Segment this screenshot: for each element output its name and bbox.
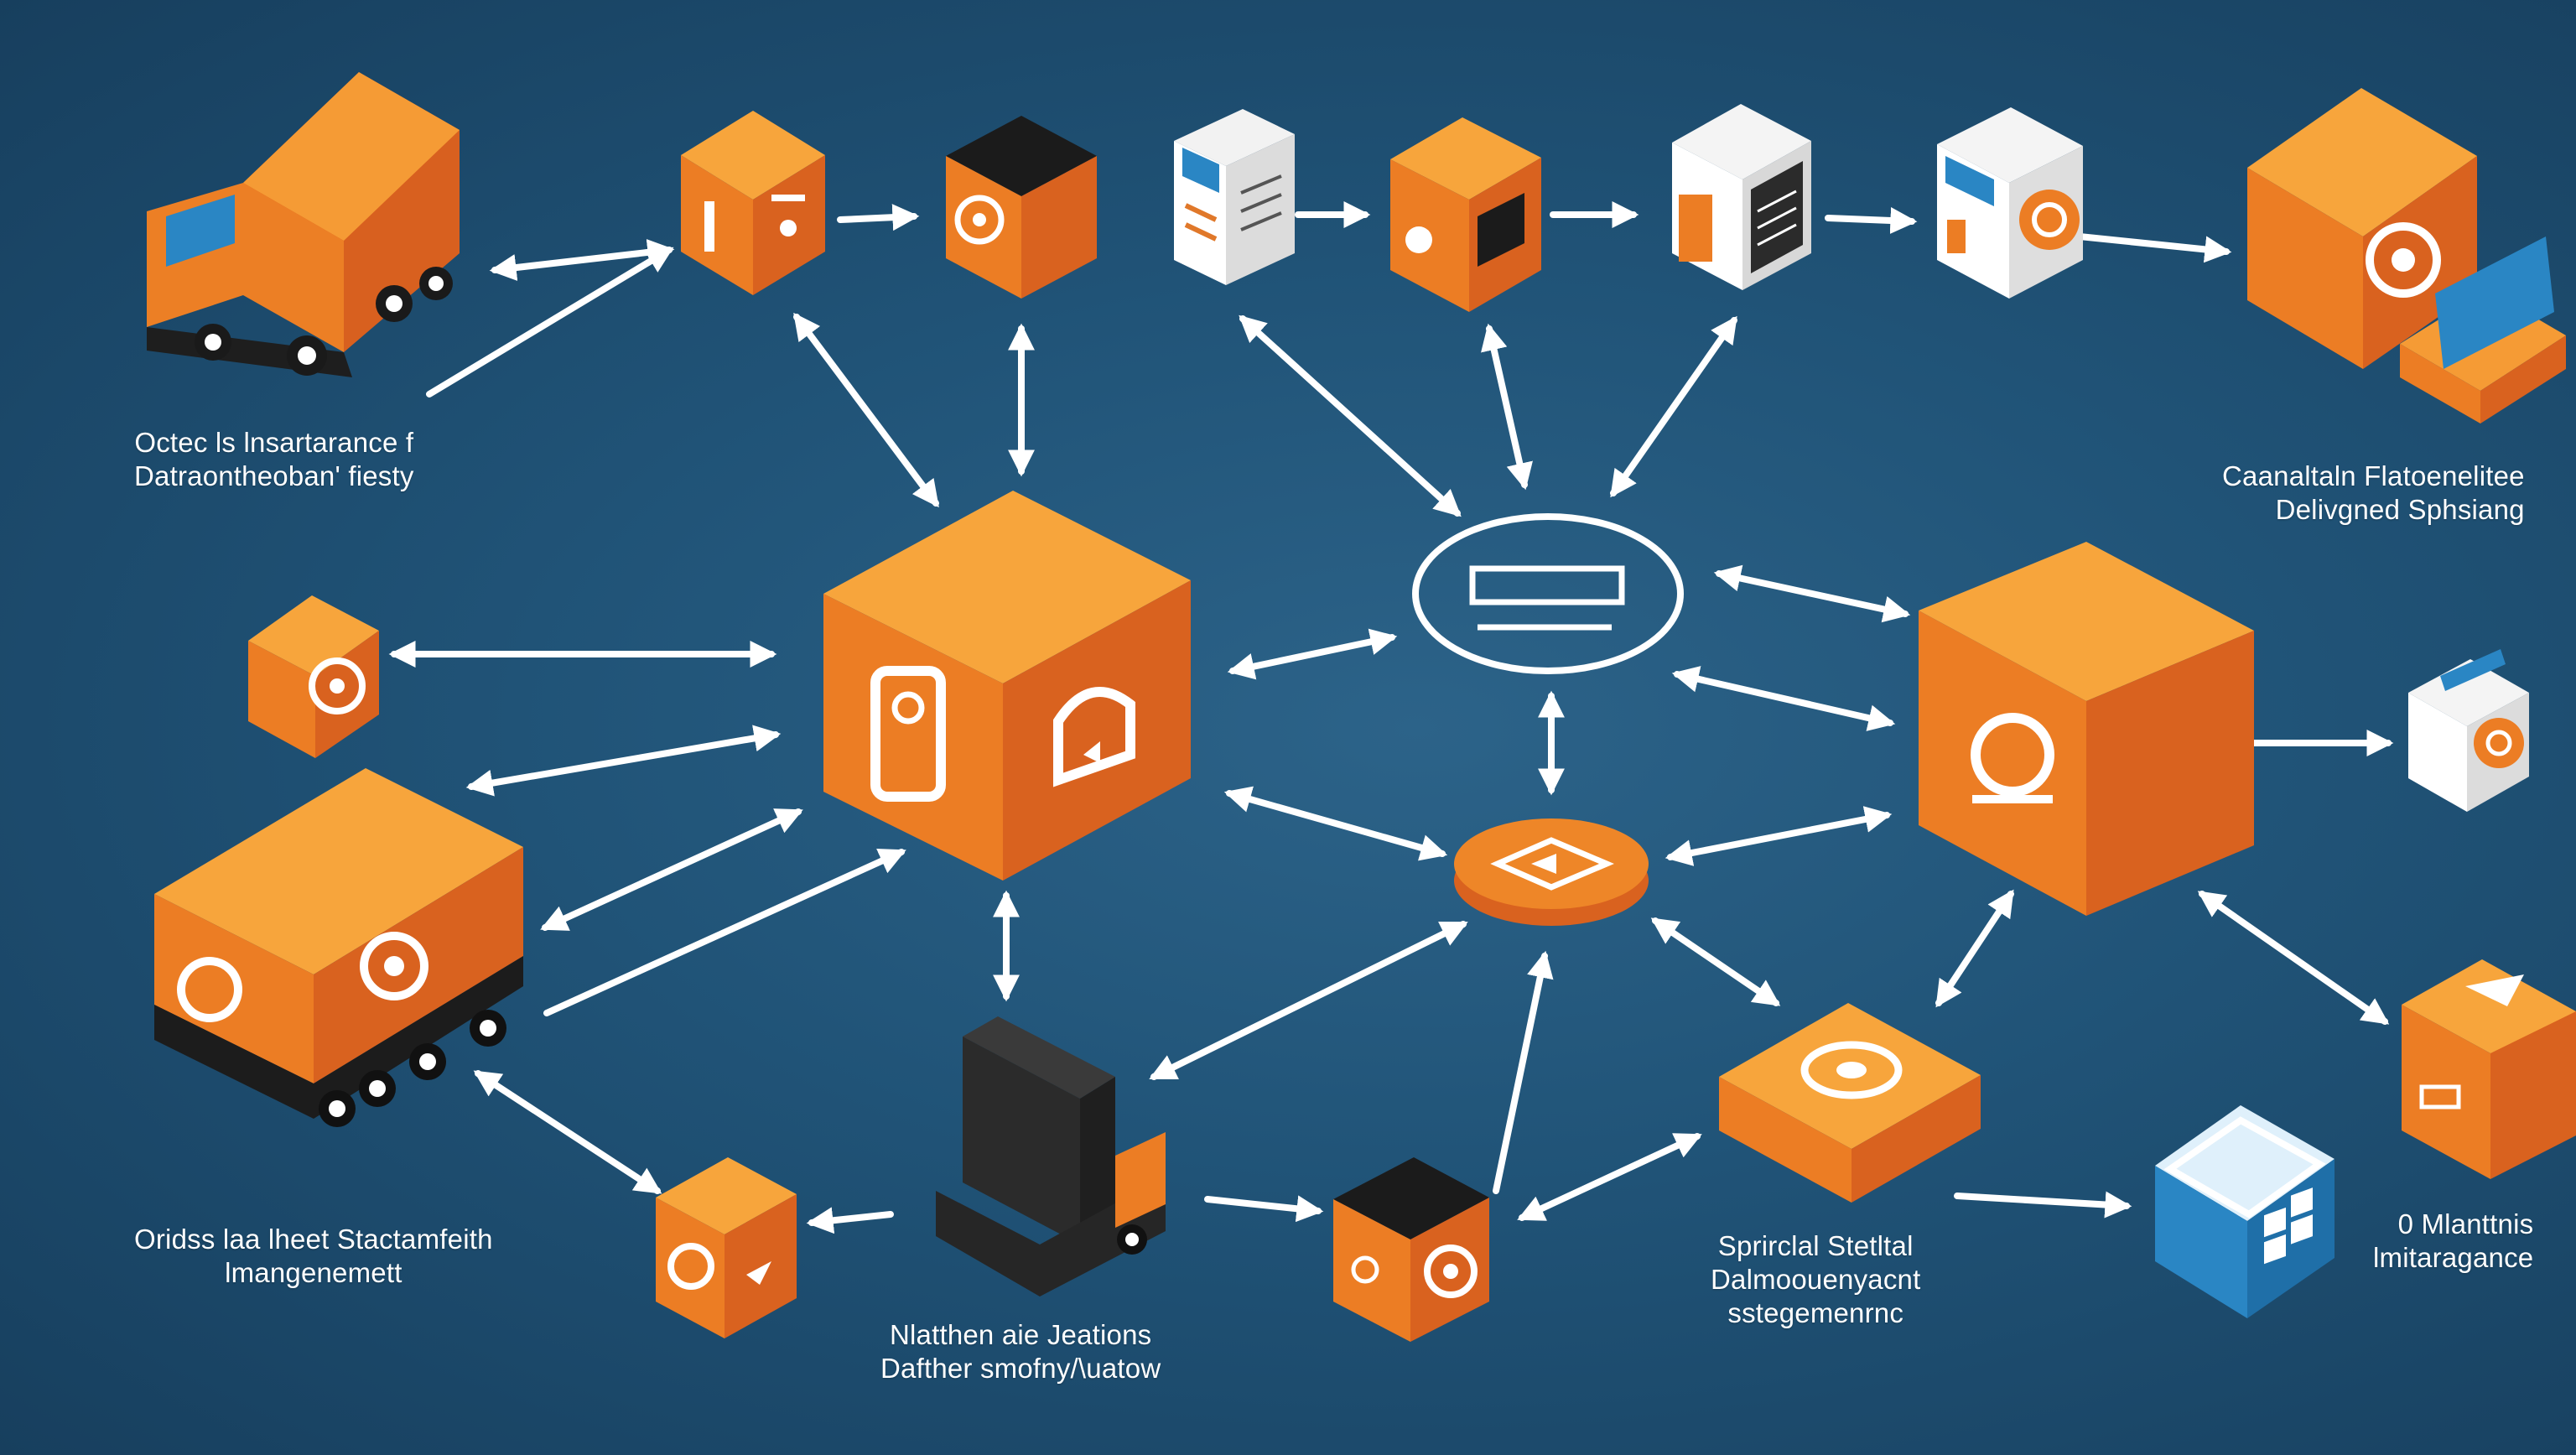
warehouse-box-icon [2247,88,2566,424]
package-box-icon [656,1157,797,1338]
arrow-doc-ellipse [1239,314,1462,517]
label-bottom-right-center-line3: sstegemenrnc [1727,1297,1904,1328]
package-box-icon [2155,1105,2334,1318]
arrow-disc-kiosk [1149,921,1468,1080]
arrow-blackbox-disc [1493,950,1554,1194]
arrow-left-low [543,849,906,1016]
delivery-truck-icon [147,72,460,377]
arrow-box1-center [793,312,939,508]
arrow-kiosk-box [806,1207,894,1234]
label-bottom-left-line1: Oridss laa lheet Stactamfeith [134,1224,493,1255]
arrow-ellipse-rightbox-1 [1713,564,1911,623]
arrow-server-box4 [1825,206,1918,234]
arrow-truck-to-box [489,239,675,281]
arrow-center-disc [1223,786,1448,861]
package-box-icon [1937,107,2083,299]
label-top-left-line1: Octec ls lnsartarance f [134,427,414,458]
package-box-icon [1333,1157,1489,1342]
package-box-icon [1390,117,1541,312]
label-top-left: Octec ls lnsartarance f Datraontheoban' … [134,426,414,493]
warehouse-box-icon [1919,542,2254,916]
package-box-icon [1719,1003,1981,1203]
arrow-flat-bluebox [1954,1191,2132,1219]
hub-disc-icon [1454,818,1649,926]
arrow-box3-ellipse [1481,323,1533,491]
package-box-icon [681,111,825,295]
arrow-blackbox-flat [1517,1133,1702,1221]
label-bottom-center: Nlatthen aie Jeations Dafther smofny/\ua… [880,1318,1161,1385]
label-top-right: Caanaltaln Flatoenelitee Delivgned Sphsi… [2222,460,2525,527]
arrow-kiosk-blackbox [1204,1195,1324,1223]
arrow-server-ellipse [1610,315,1737,498]
package-box-icon [946,116,1097,299]
package-box-icon [248,595,379,758]
label-top-right-line1: Caanaltaln Flatoenelitee [2222,460,2525,491]
arrow-left-mid [540,808,803,931]
label-bottom-right-center-line2: Dalmoouenyacnt [1711,1264,1921,1295]
arrow-center-ellipse [1227,628,1398,680]
label-bottom-left: Oridss laa lheet Stactamfeith lmangeneme… [134,1223,493,1290]
arrow-flat-rightbox [1935,889,2014,1008]
label-bottom-right: 0 Mlanttnis lmitaragance [2373,1208,2533,1275]
document-icon [1174,109,1295,285]
arrow-left-upper [465,725,782,797]
arrow-box1-box2 [837,204,920,231]
network-node-icon [1412,513,1684,674]
label-bottom-right-line2: lmitaragance [2373,1242,2534,1273]
package-box-icon [2408,649,2529,812]
shipping-truck-icon [154,768,523,1127]
arrow-disc-flat [1650,917,1781,1006]
connector-arrows [388,201,2394,1234]
arrow-truck2-box [473,1070,662,1194]
warehouse-box-icon [823,491,1191,881]
label-bottom-right-center: Sprirclal Stetltal Dalmoouenyacnt sstege… [1711,1229,1920,1330]
arrow-rightbox-lowbox [2197,891,2390,1025]
label-bottom-left-line2: lmangenemett [225,1257,402,1288]
arrow-ellipse-rightbox-2 [1671,666,1896,731]
arrow-truck-diagonal [426,247,674,398]
arrow-disc-rightbox [1665,806,1893,866]
kiosk-icon [936,1016,1166,1297]
server-icon [1672,104,1811,290]
label-top-right-line2: Delivgned Sphsiang [2275,494,2525,525]
label-bottom-center-line2: Dafther smofny/\uatow [880,1353,1161,1384]
label-bottom-center-line1: Nlatthen aie Jeations [889,1319,1152,1350]
package-box-icon [2402,959,2576,1179]
arrow-box4-bigbox [2076,233,2232,263]
label-bottom-right-center-line1: Sprirclal Stetltal [1717,1230,1914,1261]
label-top-left-line2: Datraontheoban' fiesty [134,460,414,491]
label-bottom-right-line1: 0 Mlanttnis [2397,1208,2534,1239]
